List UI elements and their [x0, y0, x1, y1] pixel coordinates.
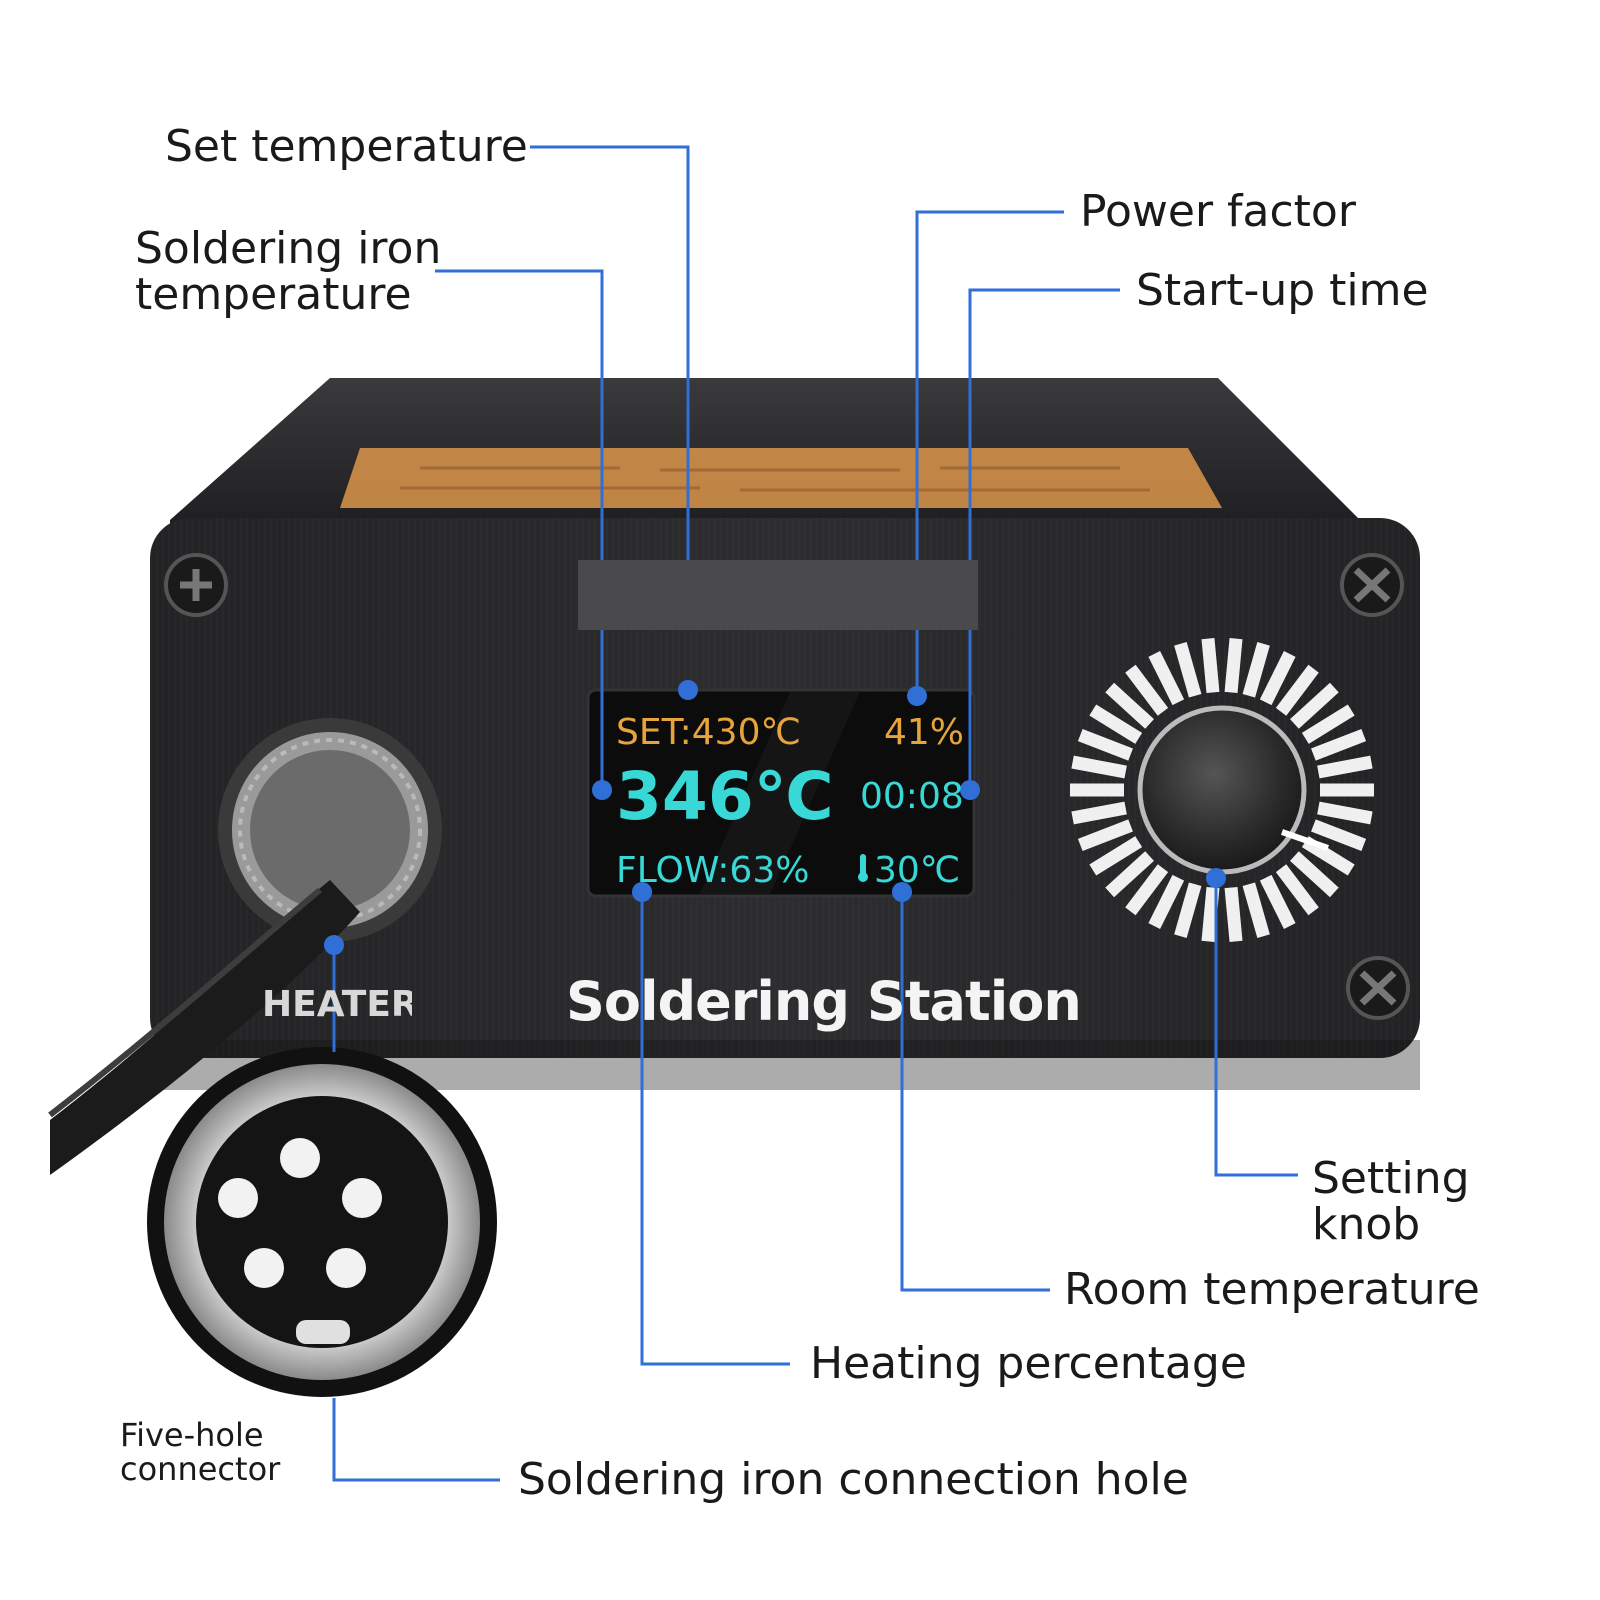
knob-fin	[1071, 801, 1127, 825]
knob-fin	[1174, 882, 1202, 938]
leader-set-temperature	[530, 145, 690, 560]
leader-power-factor	[915, 210, 1064, 560]
knob-fin	[1259, 651, 1296, 706]
dot-power-factor	[907, 686, 927, 706]
knob-fin	[1125, 664, 1169, 716]
label-five-hole-connector: Five-hole connector	[120, 1416, 281, 1488]
knob-fin	[1317, 755, 1373, 779]
knob-fin	[1290, 851, 1339, 898]
oled-room-temp: 30℃	[874, 850, 961, 891]
label-room-temperature: Room temperature	[1064, 1264, 1480, 1315]
knob-fin	[1311, 819, 1367, 851]
label-connection-hole: Soldering iron connection hole	[518, 1454, 1189, 1505]
knob-fin	[1311, 729, 1367, 761]
label-iron-temperature: Soldering iron temperature	[135, 223, 442, 320]
knob-fin	[1201, 638, 1220, 694]
knob-fin	[1259, 874, 1296, 929]
panel-plate	[578, 560, 978, 630]
knob-fin	[1301, 836, 1355, 876]
oled-flow: FLOW:63%	[616, 850, 810, 891]
leader-room-temperature	[900, 892, 1050, 1292]
leader-startup-time	[968, 288, 1120, 560]
dot-iron-temperature	[592, 780, 612, 800]
knob-fin	[1224, 638, 1243, 694]
knob-fin	[1275, 864, 1319, 916]
leader-connection-hole-lower	[332, 1398, 500, 1482]
dot-setting-knob	[1206, 868, 1226, 888]
knob-fin	[1105, 851, 1154, 898]
dot-set-temperature	[678, 680, 698, 700]
label-heating-percentage: Heating percentage	[810, 1338, 1247, 1389]
lid-label-strip	[340, 448, 1222, 508]
knob-fin	[1242, 882, 1270, 938]
oled-iron-temp: 346℃	[616, 758, 834, 835]
knob-fin	[1201, 886, 1220, 942]
screw-icon	[1340, 553, 1404, 617]
panel-brand-label: Soldering Station	[566, 970, 1082, 1033]
knob-fin	[1089, 704, 1143, 744]
screw-icon	[1346, 956, 1410, 1020]
knob-fin	[1242, 642, 1270, 698]
knob-fin	[1290, 682, 1339, 729]
knob-fin	[1125, 864, 1169, 916]
knob-fin	[1077, 729, 1133, 761]
knob-fin	[1148, 651, 1185, 706]
oled-startup-time: 00:08	[860, 776, 964, 817]
knob-grille	[1070, 638, 1374, 942]
leader-setting-knob	[1214, 878, 1298, 1177]
knob-fin	[1105, 682, 1154, 729]
knob-fin	[1071, 755, 1127, 779]
dot-connection-hole	[324, 935, 344, 955]
dot-room-temperature	[892, 882, 912, 902]
knob-fin	[1148, 874, 1185, 929]
oled-set-temp: SET:430℃	[616, 712, 801, 753]
oled-power-factor: 41%	[884, 712, 965, 753]
leader-iron-temperature	[435, 269, 604, 560]
thermometer-icon	[858, 854, 868, 884]
heater-label: HEATER	[262, 984, 412, 1025]
knob-fin	[1275, 664, 1319, 716]
label-power-factor: Power factor	[1080, 186, 1356, 237]
dot-heating-percentage	[632, 882, 652, 902]
connector-icon	[147, 1047, 497, 1397]
heater-cable	[50, 880, 360, 1175]
leader-heating-percentage	[640, 892, 790, 1366]
screw-icon	[164, 553, 228, 617]
label-setting-knob: Setting knob	[1312, 1153, 1470, 1250]
heater-connector	[218, 718, 442, 942]
dot-startup-time	[960, 780, 980, 800]
knob-fin	[1301, 704, 1355, 744]
label-startup-time: Start-up time	[1136, 265, 1429, 316]
knob-fin	[1077, 819, 1133, 851]
label-set-temperature: Set temperature	[165, 121, 528, 172]
knob-fin	[1089, 836, 1143, 876]
knob-fin	[1224, 886, 1243, 942]
knob-fin	[1174, 642, 1202, 698]
knob-fin	[1317, 801, 1373, 825]
